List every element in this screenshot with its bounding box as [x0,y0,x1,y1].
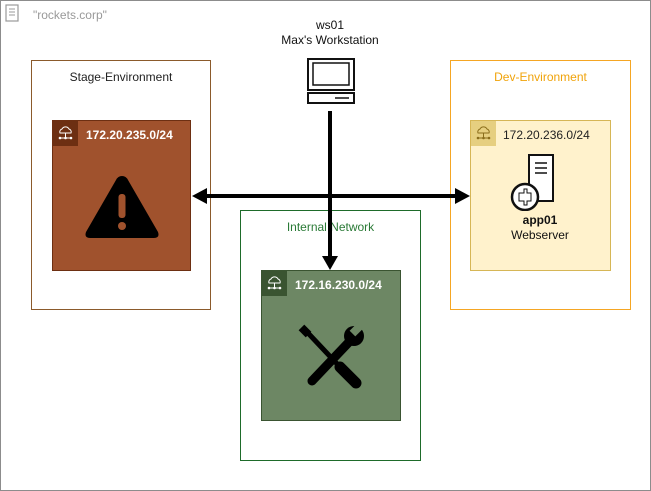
stage-subnet-cidr: 172.20.235.0/24 [86,128,173,142]
app-server-name: app01 [522,213,558,227]
subnet-cloud-icon [262,271,287,296]
building-icon [5,4,19,22]
workstation-description: Max's Workstation [281,33,379,47]
workstation-name: ws01 [315,18,344,32]
stage-environment-box: Stage-Environment [31,60,211,310]
dev-subnet: 172.20.236.0/24 [470,120,611,271]
arrowhead-dev [455,188,470,204]
dev-environment-box: Dev-Environment [450,60,631,310]
tools-icon [298,323,364,389]
subnet-cloud-icon [471,121,496,146]
subnet-cloud-icon [53,121,78,146]
arrowhead-internal [322,256,338,270]
workstation-label: ws01 Max's Workstation [250,18,410,48]
app-server-description: Webserver [511,228,569,242]
dev-environment-title: Dev-Environment [494,70,587,84]
stage-subnet: 172.20.235.0/24 [52,120,191,271]
corp-label: "rockets.corp" [33,8,107,22]
app-server-label: app01 Webserver [480,213,600,243]
dev-subnet-cidr: 172.20.236.0/24 [503,128,590,142]
desktop-computer-icon [307,58,355,104]
arrowhead-stage [192,188,207,204]
internal-subnet: 172.16.230.0/24 [261,270,401,421]
server-icon [510,154,554,211]
warning-icon [85,176,159,238]
internal-subnet-cidr: 172.16.230.0/24 [295,278,382,292]
stage-environment-title: Stage-Environment [69,70,173,84]
